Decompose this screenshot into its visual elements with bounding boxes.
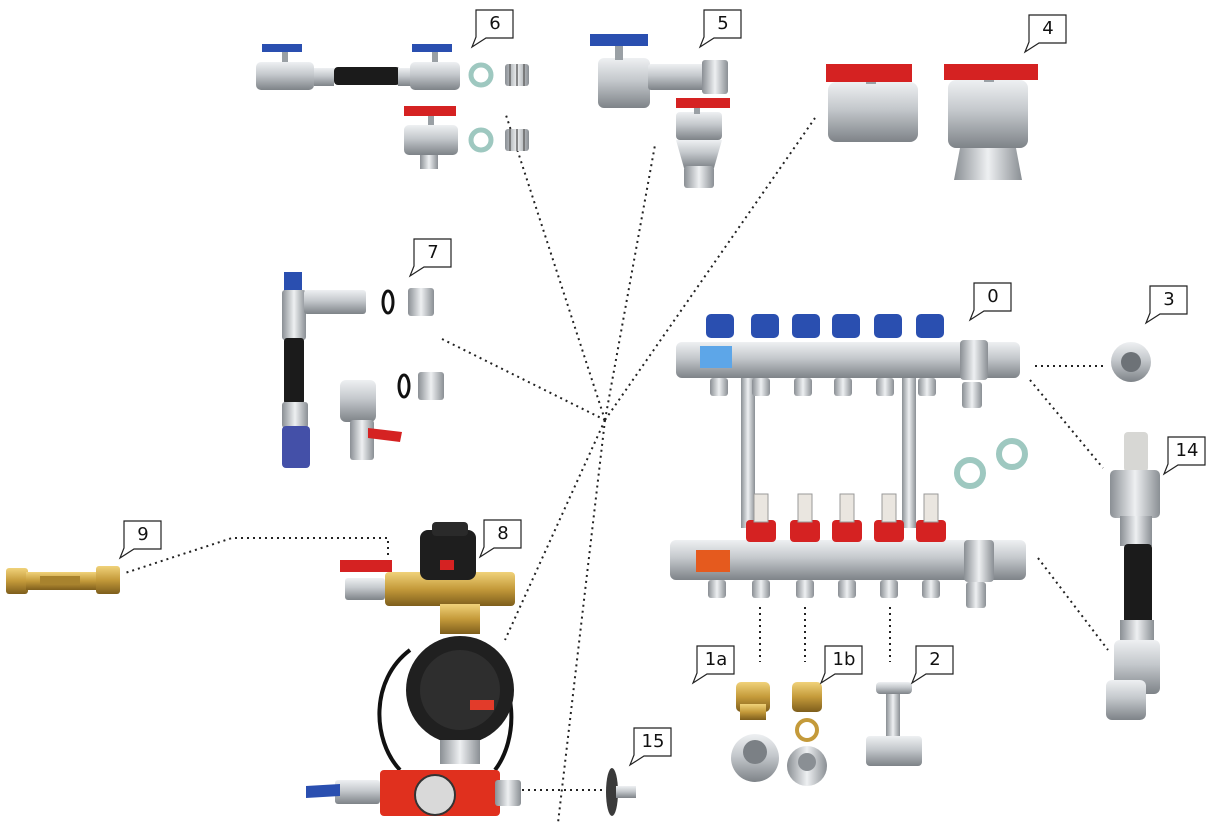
part-15-thermometer	[606, 768, 636, 816]
part-5-angle-valves	[590, 34, 730, 188]
part-1b-adapter	[787, 682, 827, 786]
part-6-connection-set	[256, 44, 529, 169]
callout-8-label: 8	[484, 520, 522, 548]
callout-2-label: 2	[916, 646, 954, 674]
callout-4-label: 4	[1029, 15, 1067, 43]
callout-1a: 1a	[689, 645, 735, 675]
callout-15-label: 15	[634, 728, 672, 756]
callout-3-label: 3	[1150, 286, 1188, 314]
callout-1b: 1b	[817, 645, 863, 675]
callout-2: 2	[908, 645, 954, 675]
callout-1a-label: 1a	[697, 646, 735, 674]
callout-6-label: 6	[476, 10, 514, 38]
callout-0: 0	[966, 282, 1012, 312]
callout-5: 5	[696, 9, 742, 39]
part-9-flow-meter	[6, 566, 120, 594]
callout-7-label: 7	[414, 239, 452, 267]
callout-14-label: 14	[1168, 437, 1206, 465]
callout-9-label: 9	[124, 521, 162, 549]
callout-15: 15	[626, 727, 672, 757]
part-14-hose-connection	[1106, 432, 1160, 720]
callout-4: 4	[1021, 14, 1067, 44]
part-0-manifold	[670, 314, 1026, 608]
callout-14: 14	[1160, 436, 1206, 466]
callout-5-label: 5	[704, 10, 742, 38]
callout-0-label: 0	[974, 283, 1012, 311]
callout-8: 8	[476, 519, 522, 549]
callout-7: 7	[406, 238, 452, 268]
callout-6: 6	[468, 9, 514, 39]
callout-3: 3	[1142, 285, 1188, 315]
callout-9: 9	[116, 520, 162, 550]
part-3-end-cap	[1111, 342, 1151, 382]
part-7-bypass-set	[282, 272, 444, 468]
part-2-plug	[866, 682, 922, 766]
callout-1b-label: 1b	[825, 646, 863, 674]
part-1a-adapter	[731, 682, 779, 782]
part-8-pump-group	[306, 522, 521, 816]
part-4-ball-valves	[826, 64, 1038, 180]
